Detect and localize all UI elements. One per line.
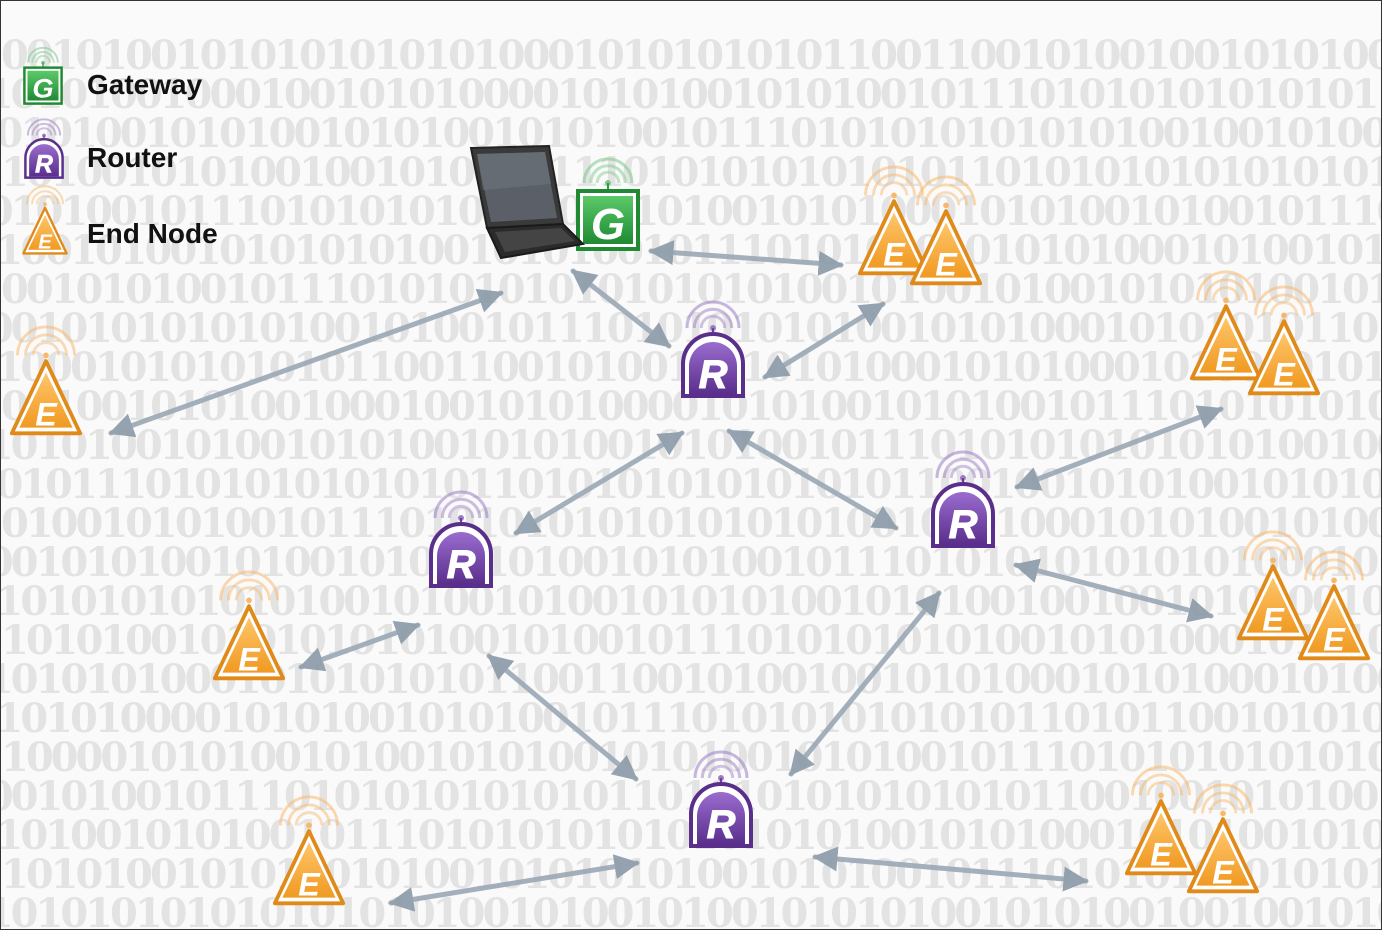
background-binary-row: 1010100101110101010101010101010010101000… (1, 188, 1382, 235)
connection-arrow (298, 620, 421, 672)
end-node-icon: E (1189, 270, 1263, 381)
legend-gateway-label: Gateway (87, 69, 203, 100)
svg-text:R: R (707, 803, 736, 847)
svg-text:E: E (935, 247, 958, 283)
background-binary-row: 0101010010001001010100001010100101010010… (1, 71, 1382, 118)
end-node-icon: E (857, 165, 931, 276)
end-node-icon: E (909, 175, 983, 286)
router-icon: R (429, 490, 493, 588)
router-icon: R (24, 118, 64, 179)
background-binary-row: 0010100101010101010100010101010101100110… (1, 32, 1382, 79)
background-binary-row: 0100101001010100101010010101001011101010… (1, 110, 1382, 157)
end-node-icon: E (272, 795, 346, 906)
legend-router-icon: R (24, 118, 64, 179)
background-binary-row: 1010010101001001010010111010101010101011… (1, 149, 1382, 196)
connection-arrow (570, 268, 672, 349)
end-node-icon: E (9, 325, 83, 436)
background-binary-row: 1001010100001010100101010010111010101010… (1, 695, 1382, 742)
svg-text:E: E (38, 232, 53, 254)
connection-arrow (648, 240, 844, 276)
router-icon: R (931, 450, 995, 548)
end-node-icon: E (1297, 550, 1371, 661)
svg-text:E: E (1273, 357, 1296, 393)
router-icon: R (681, 300, 745, 398)
gateway-icon: G (23, 46, 63, 105)
connection-arrow (762, 301, 886, 380)
svg-text:E: E (1323, 622, 1346, 658)
end-node-icon: E (22, 185, 68, 255)
gateway-icon: G (576, 157, 640, 251)
background-binary-row: 1101010101010101010100101001010010101010… (1, 890, 1382, 930)
end-node-icon: E (1124, 765, 1198, 876)
svg-text:E: E (35, 397, 58, 433)
background-binary-row: 0100101010010111010101010101010101001010… (1, 500, 1382, 547)
connection-arrow (726, 428, 899, 531)
end-node-icon: E (1236, 530, 1310, 641)
end-node-icon: E (1186, 783, 1260, 894)
svg-text:E: E (883, 237, 906, 273)
connection-arrow (1014, 405, 1224, 491)
connection-arrow (486, 653, 639, 782)
svg-text:E: E (1215, 342, 1238, 378)
svg-text:R: R (447, 543, 476, 587)
connection-arrow (812, 846, 1089, 892)
connection-arrow (788, 590, 942, 777)
svg-text:R: R (699, 353, 728, 397)
svg-text:E: E (1150, 837, 1173, 873)
legend-gateway-icon: G (23, 46, 63, 105)
laptop-icon (469, 144, 586, 260)
svg-text:R: R (949, 503, 978, 547)
router-icon: R (689, 750, 753, 848)
legend-router-label: Router (87, 142, 177, 173)
svg-text:R: R (35, 152, 53, 179)
svg-text:E: E (298, 867, 321, 903)
connection-arrow (108, 288, 504, 438)
legend: G Gateway R Router E End Node (22, 46, 218, 255)
connection-arrow (388, 854, 640, 912)
legend-end-node-label: End Node (87, 218, 218, 249)
svg-text:G: G (32, 72, 53, 103)
legend-end-node-icon: E (22, 185, 68, 255)
end-node-icon: E (212, 570, 286, 681)
svg-text:E: E (238, 642, 261, 678)
connection-arrow (1013, 558, 1214, 623)
svg-text:E: E (1262, 602, 1285, 638)
svg-text:G: G (591, 200, 625, 249)
svg-text:E: E (1212, 855, 1235, 891)
connection-arrow (513, 430, 685, 536)
connection-arrows (108, 240, 1224, 912)
end-node-icon: E (1247, 285, 1321, 396)
background-binary-row: 1000010101001010010101001010100101010010… (1, 734, 1382, 781)
